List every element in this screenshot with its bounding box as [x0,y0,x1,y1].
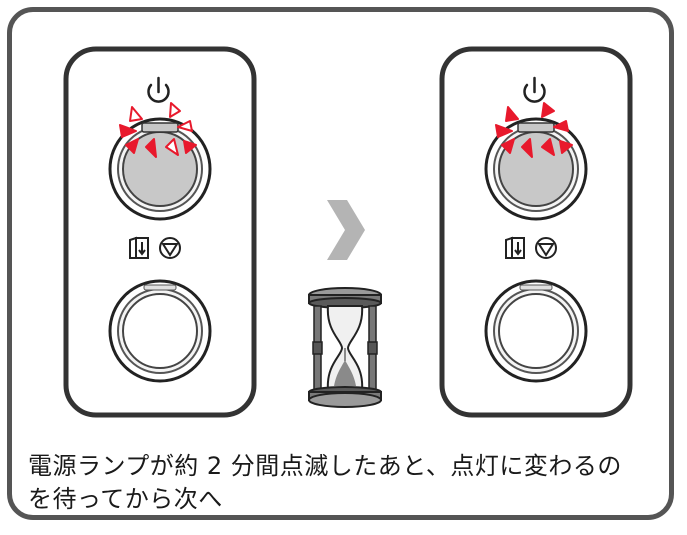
stop-icon [535,237,557,259]
lit-indicator [495,102,573,158]
control-panel-before [63,46,257,418]
caption-line-1: 電源ランプが約 2 分間点滅したあと、点灯に変わるの [28,452,622,480]
tray-down-icon [505,236,525,259]
stop-button[interactable] [108,279,212,383]
power-lamp [517,122,555,133]
power-lamp [141,122,179,133]
caption-line-2: を待ってから次へ [28,485,223,513]
tray-down-icon [129,236,149,259]
stop-icon [159,237,181,259]
instruction-caption: 電源ランプが約 2 分間点滅したあと、点灯に変わるの を待ってから次へ [28,450,668,516]
chevron-right-icon [327,200,365,260]
hourglass-icon [308,287,382,408]
power-icon [523,76,546,103]
control-panel-after [439,46,633,418]
instruction-frame [7,7,674,520]
stop-button[interactable] [484,279,588,383]
blinking-indicator [119,102,197,158]
power-icon [147,76,170,103]
power-button[interactable] [108,117,212,221]
